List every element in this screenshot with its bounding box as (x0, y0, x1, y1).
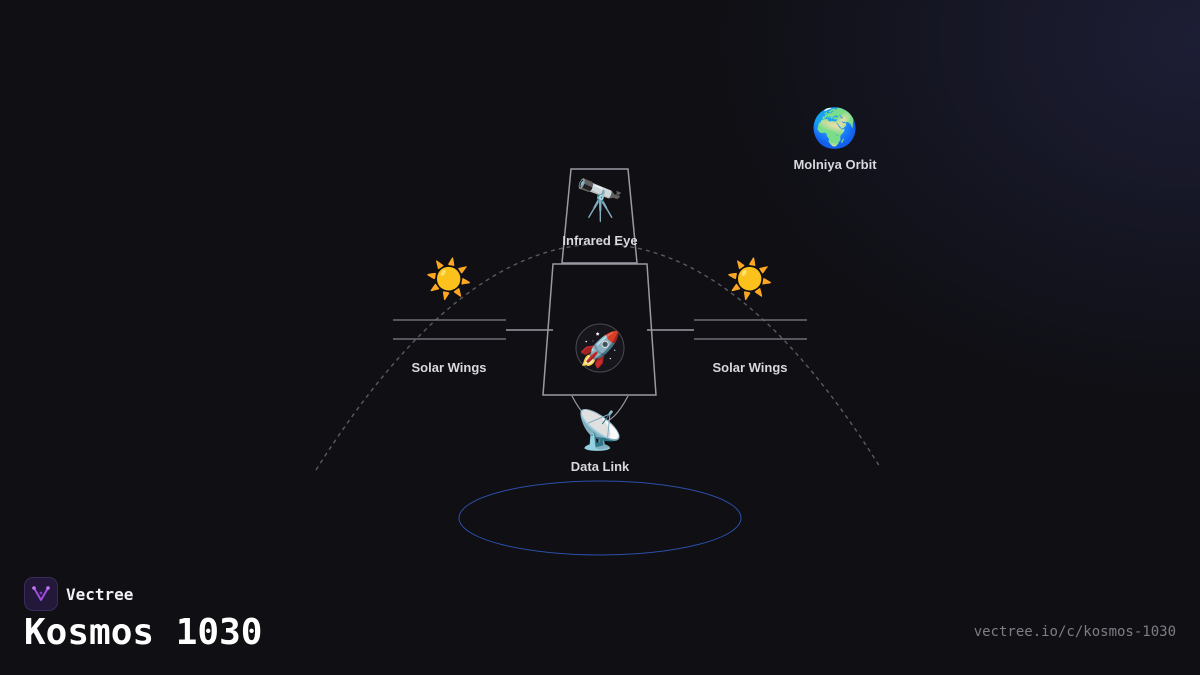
solar-wings-right-label: Solar Wings (712, 360, 788, 375)
data-link-arc (571, 395, 629, 424)
page-title: Kosmos 1030 (24, 612, 263, 653)
core-circle (575, 323, 625, 373)
sensor-module-frame (561, 168, 638, 264)
brand-name: Vectree (66, 584, 134, 604)
ground-ellipse (458, 480, 742, 556)
main-body-frame (542, 263, 657, 396)
brand: Vectree (24, 577, 133, 611)
sensor-label: Infrared Eye (562, 233, 638, 248)
data-link-label: Data Link (570, 459, 630, 474)
orbit-label: Molniya Orbit (793, 157, 877, 172)
orbit-arc (315, 243, 881, 471)
telescope-icon: 🔭 (575, 178, 625, 224)
solar-wings-left-label: Solar Wings (411, 360, 487, 375)
vectree-logo-icon (24, 577, 58, 611)
globe-icon: 🌍 (811, 106, 859, 150)
sun-icon-left: ☀️ (425, 257, 473, 301)
sun-icon-right: ☀️ (726, 257, 774, 301)
satellite-dish-icon: 📡 (576, 408, 624, 452)
rocket-icon: 🚀 (578, 330, 622, 370)
source-url[interactable]: vectree.io/c/kosmos-1030 (973, 624, 1176, 640)
